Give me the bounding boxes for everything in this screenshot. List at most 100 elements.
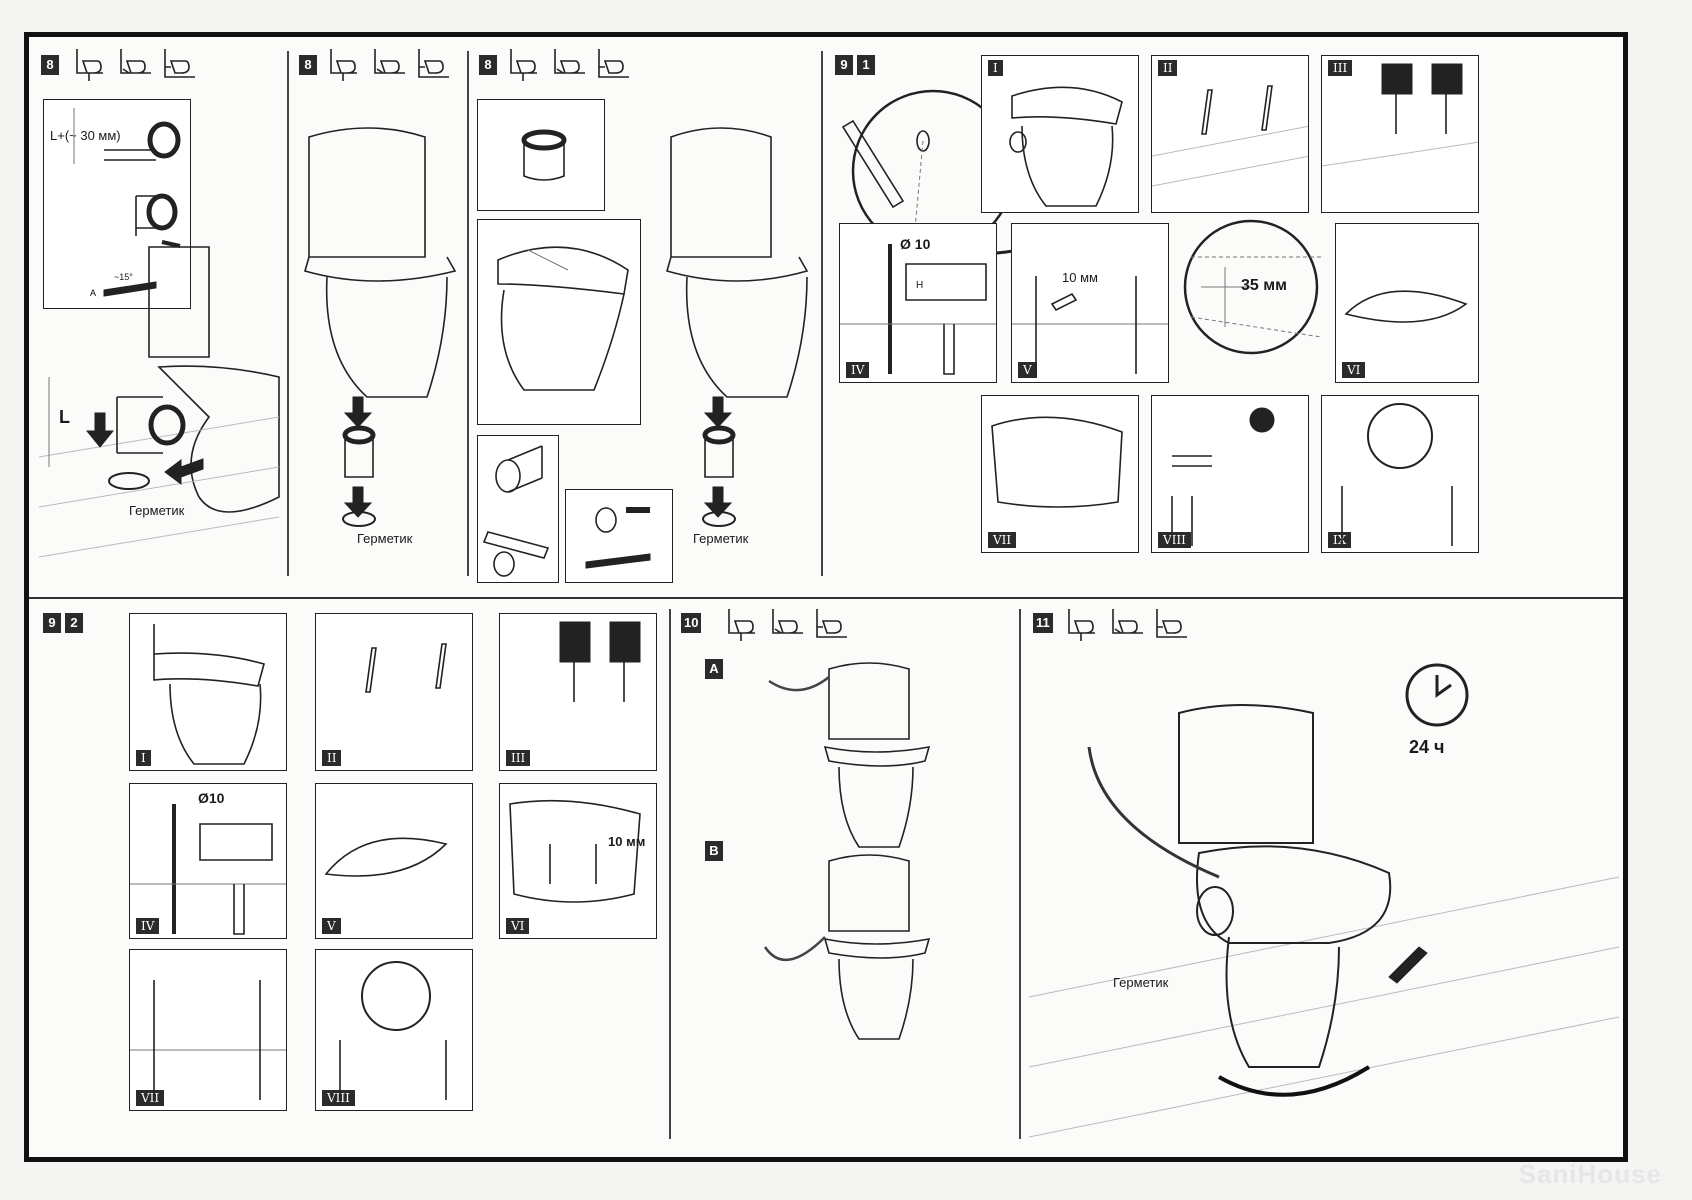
drill-diameter-label: Ø10 — [198, 790, 225, 806]
toilet-floor-outlet-figure — [38, 246, 280, 558]
bowl-figure — [1009, 86, 1123, 207]
panel-step-11: 11 24 ч Герметик — [1019, 597, 1633, 1157]
pipe-diagram: A — [73, 108, 181, 298]
step-badge: 9 — [43, 613, 61, 633]
toilet-floor-outlet-icon — [76, 49, 103, 81]
gasket-inset — [477, 99, 605, 211]
toilet-floor-outlet-icon — [728, 609, 755, 641]
cap-magnifier-figure — [339, 961, 447, 1100]
wrench-figure — [1012, 276, 1168, 374]
pipe-cut-figure — [482, 445, 550, 577]
substep-VIII: VIII — [1151, 395, 1309, 553]
svg-text:A: A — [90, 288, 96, 298]
substep-IV: IV Ø 10 H — [839, 223, 997, 383]
outlet-type-icons — [73, 47, 199, 83]
cap-magnifier-figure — [1341, 403, 1453, 546]
drill-figure — [559, 621, 641, 702]
toilet-wall-outlet-icon — [816, 609, 847, 638]
angle-label: ~15° — [114, 272, 133, 282]
instruction-sheet: 8 L+(~ 30 мм) A ~15° — [24, 32, 1628, 1162]
bolts-figure — [130, 980, 286, 1100]
toilet-bowl-figure — [304, 127, 457, 527]
toilet-angled-outlet-icon — [772, 609, 803, 634]
panel-step-8c: 8 — [467, 37, 821, 597]
sealant-label: Герметик — [129, 503, 185, 518]
sealant-label: Герметик — [1113, 975, 1169, 990]
outlet-type-icons — [725, 607, 851, 643]
distance-magnifier — [1183, 219, 1322, 355]
pencil-marks-figure — [365, 643, 447, 693]
toilet-wall-outlet-icon — [164, 49, 195, 78]
substep-V: V — [315, 783, 473, 939]
substep-V: V 10 мм — [1011, 223, 1169, 383]
substep-badge: 1 — [857, 55, 875, 75]
horizontal-divider — [29, 597, 1623, 599]
pipe-length-inset: L+(~ 30 мм) A ~15° — [43, 99, 191, 309]
step-badge: 8 — [299, 55, 317, 75]
option-a-badge: A — [705, 659, 723, 679]
wrench-size-label: 10 мм — [608, 834, 646, 849]
substep-VII: VII — [981, 395, 1139, 553]
step-badge: 11 — [1033, 613, 1053, 633]
toilet-floor-outlet-icon — [330, 49, 357, 81]
offset-label: L+(~ 30 мм) — [50, 128, 121, 143]
step-number: 8 — [41, 55, 59, 75]
substep-I: I — [129, 613, 287, 771]
outlet-type-icons — [507, 47, 633, 83]
toilet-wall-outlet-icon — [418, 49, 449, 78]
substep-III: III — [1321, 55, 1479, 213]
divider-8b — [467, 51, 469, 576]
toilet-angled-outlet-icon — [374, 49, 405, 74]
screw-figure — [1171, 407, 1275, 546]
dowel-figure — [130, 804, 286, 935]
substep-III: III — [499, 613, 657, 771]
step-badge: 10 — [681, 613, 702, 633]
water-connection-figure — [763, 662, 931, 1040]
bowl-figure — [153, 624, 265, 765]
length-letter: L — [59, 407, 70, 427]
sealed-toilet-figure — [1028, 704, 1620, 1138]
step-badge: 8 — [41, 55, 59, 75]
step-badge: 9 — [835, 55, 853, 75]
substep-VIII: VIII — [315, 949, 473, 1111]
panel-step-8b: 8 Герметик — [287, 37, 467, 597]
seal-outline-figure — [324, 837, 448, 877]
substep-badge: 2 — [65, 613, 83, 633]
panel-step-8a: 8 L+(~ 30 мм) A ~15° — [29, 37, 287, 597]
drill-diameter-label: Ø 10 — [900, 236, 931, 252]
divider-8c — [821, 51, 823, 576]
toilet-floor-outlet-icon — [510, 49, 537, 81]
substep-VI: VI — [1335, 223, 1479, 383]
sealant-label: Герметик — [693, 531, 749, 546]
curing-time-label: 24 ч — [1409, 737, 1445, 757]
substep-VI: VI 10 мм — [499, 783, 657, 939]
angle-figure — [585, 507, 651, 569]
wrench-size-label: 10 мм — [1062, 270, 1098, 285]
substep-I: I — [981, 55, 1139, 213]
substep-II: II — [315, 613, 473, 771]
pipe-cut-inset — [477, 435, 559, 583]
substep-IV: IV Ø10 — [129, 783, 287, 939]
substep-IX: IX — [1321, 395, 1479, 553]
gasket-figure — [521, 129, 567, 181]
toilet-angled-outlet-icon — [1112, 609, 1143, 634]
angle-inset — [565, 489, 673, 583]
clock-icon — [1405, 663, 1469, 727]
bowl-cutaway-inset — [477, 219, 641, 425]
toilet-angled-outlet-icon — [120, 49, 151, 74]
outlet-type-icons — [1065, 607, 1191, 643]
toilet-angled-outlet-icon — [554, 49, 585, 74]
seal-outline-figure — [1344, 290, 1468, 323]
bowl-cutaway-figure — [497, 246, 629, 391]
toilet-wall-outlet-icon — [1156, 609, 1187, 638]
divider-10 — [1019, 609, 1021, 1139]
toilet-wall-outlet-icon — [598, 49, 629, 78]
substep-II: II — [1151, 55, 1309, 213]
divider-92 — [669, 609, 671, 1139]
divider-8a — [287, 51, 289, 576]
option-b-badge: B — [705, 841, 723, 861]
toilet-wall-outlet-figure — [666, 127, 809, 527]
bowl-placed-figure — [991, 416, 1123, 508]
panel-step-9-2: 9 2 I II III IV Ø10 — [29, 597, 669, 1157]
bowl-bolts-figure — [509, 799, 641, 903]
